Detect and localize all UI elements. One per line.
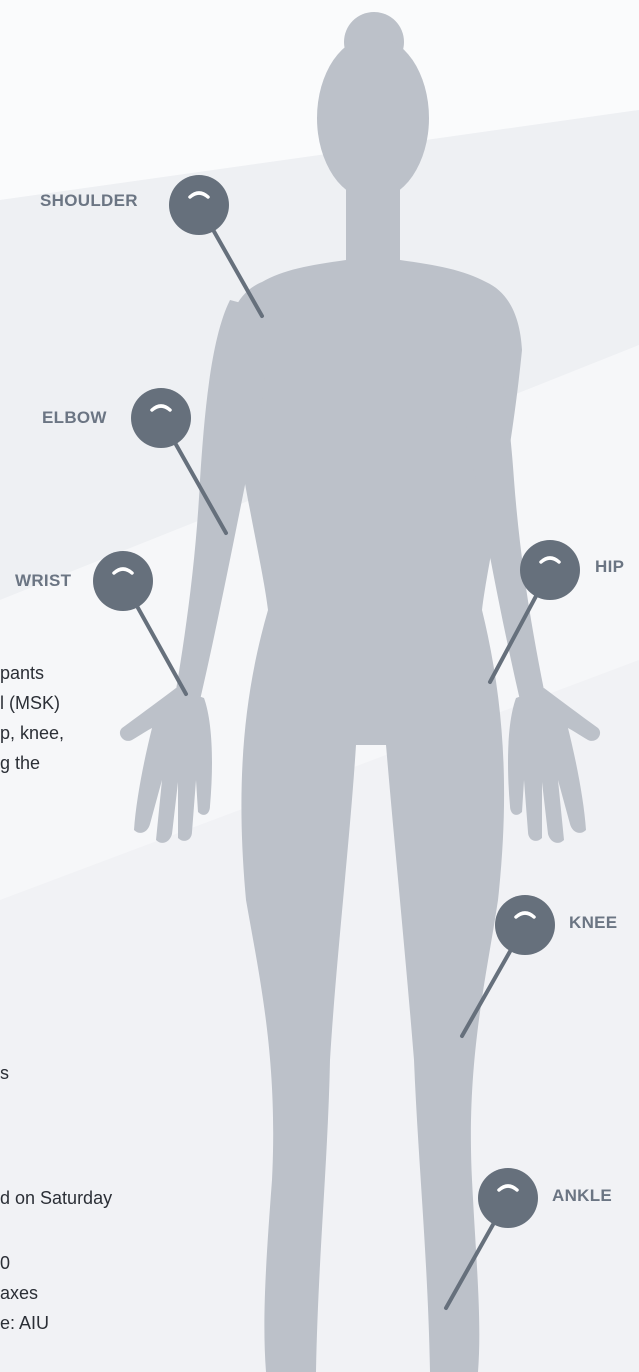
shoulder-pin[interactable] bbox=[169, 175, 262, 316]
shoulder-label: SHOULDER bbox=[40, 191, 138, 211]
knee-label: KNEE bbox=[569, 913, 617, 933]
ankle-label: ANKLE bbox=[552, 1186, 612, 1206]
wrist-pin[interactable] bbox=[93, 551, 186, 694]
elbow-label: ELBOW bbox=[42, 408, 107, 428]
wrist-label: WRIST bbox=[15, 571, 71, 591]
hip-label: HIP bbox=[595, 557, 624, 577]
